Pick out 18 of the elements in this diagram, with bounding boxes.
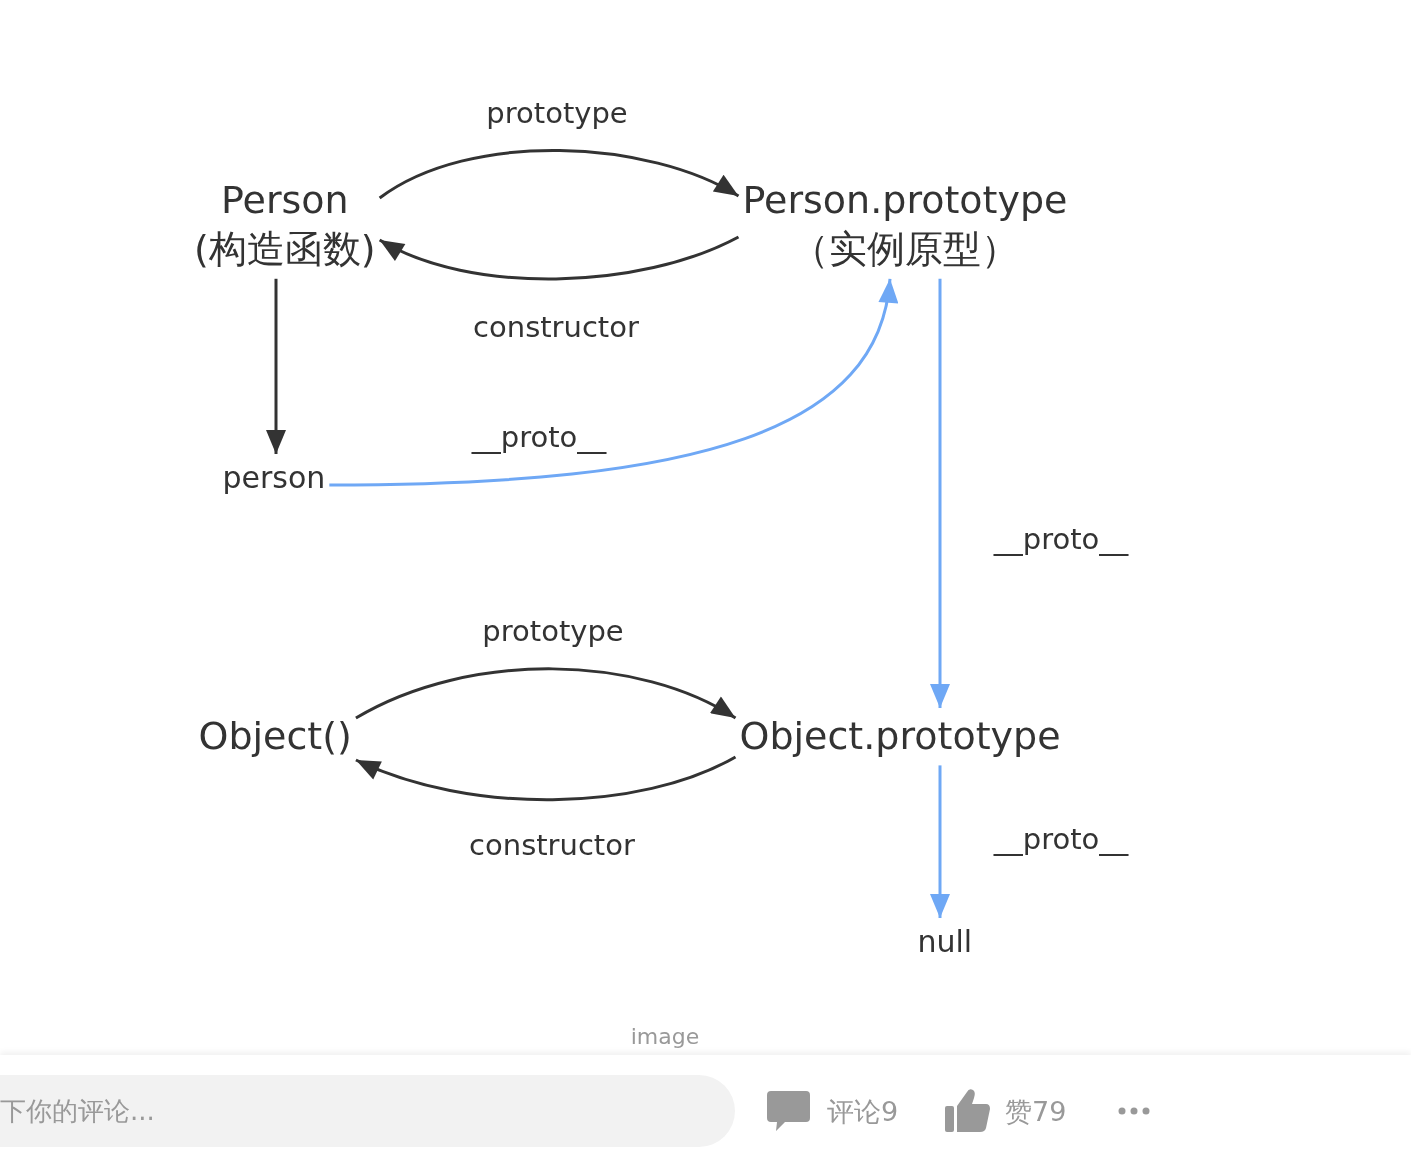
null-label: null [917, 922, 973, 961]
constructor-label: Person (构造函数) [194, 176, 376, 275]
arrow [930, 765, 950, 918]
prototype-object-label: Object.prototype [739, 712, 1061, 762]
image-caption: image [630, 1024, 700, 1049]
constructor-label: Object() [198, 712, 352, 762]
arrow [378, 149, 740, 200]
arrow [266, 278, 286, 454]
like-count: 赞79 [1005, 1095, 1067, 1129]
prototype-object-label: Person.prototype （实例原型） [742, 176, 1068, 275]
arrow [329, 278, 896, 487]
comment-input-field: 下你的评论... [0, 1075, 735, 1147]
comment-count: 评论9 [827, 1095, 899, 1129]
arrow [930, 278, 950, 708]
arrow [355, 667, 737, 720]
arrow [378, 235, 740, 281]
arrow [355, 755, 737, 802]
instance-label: person [222, 458, 326, 497]
